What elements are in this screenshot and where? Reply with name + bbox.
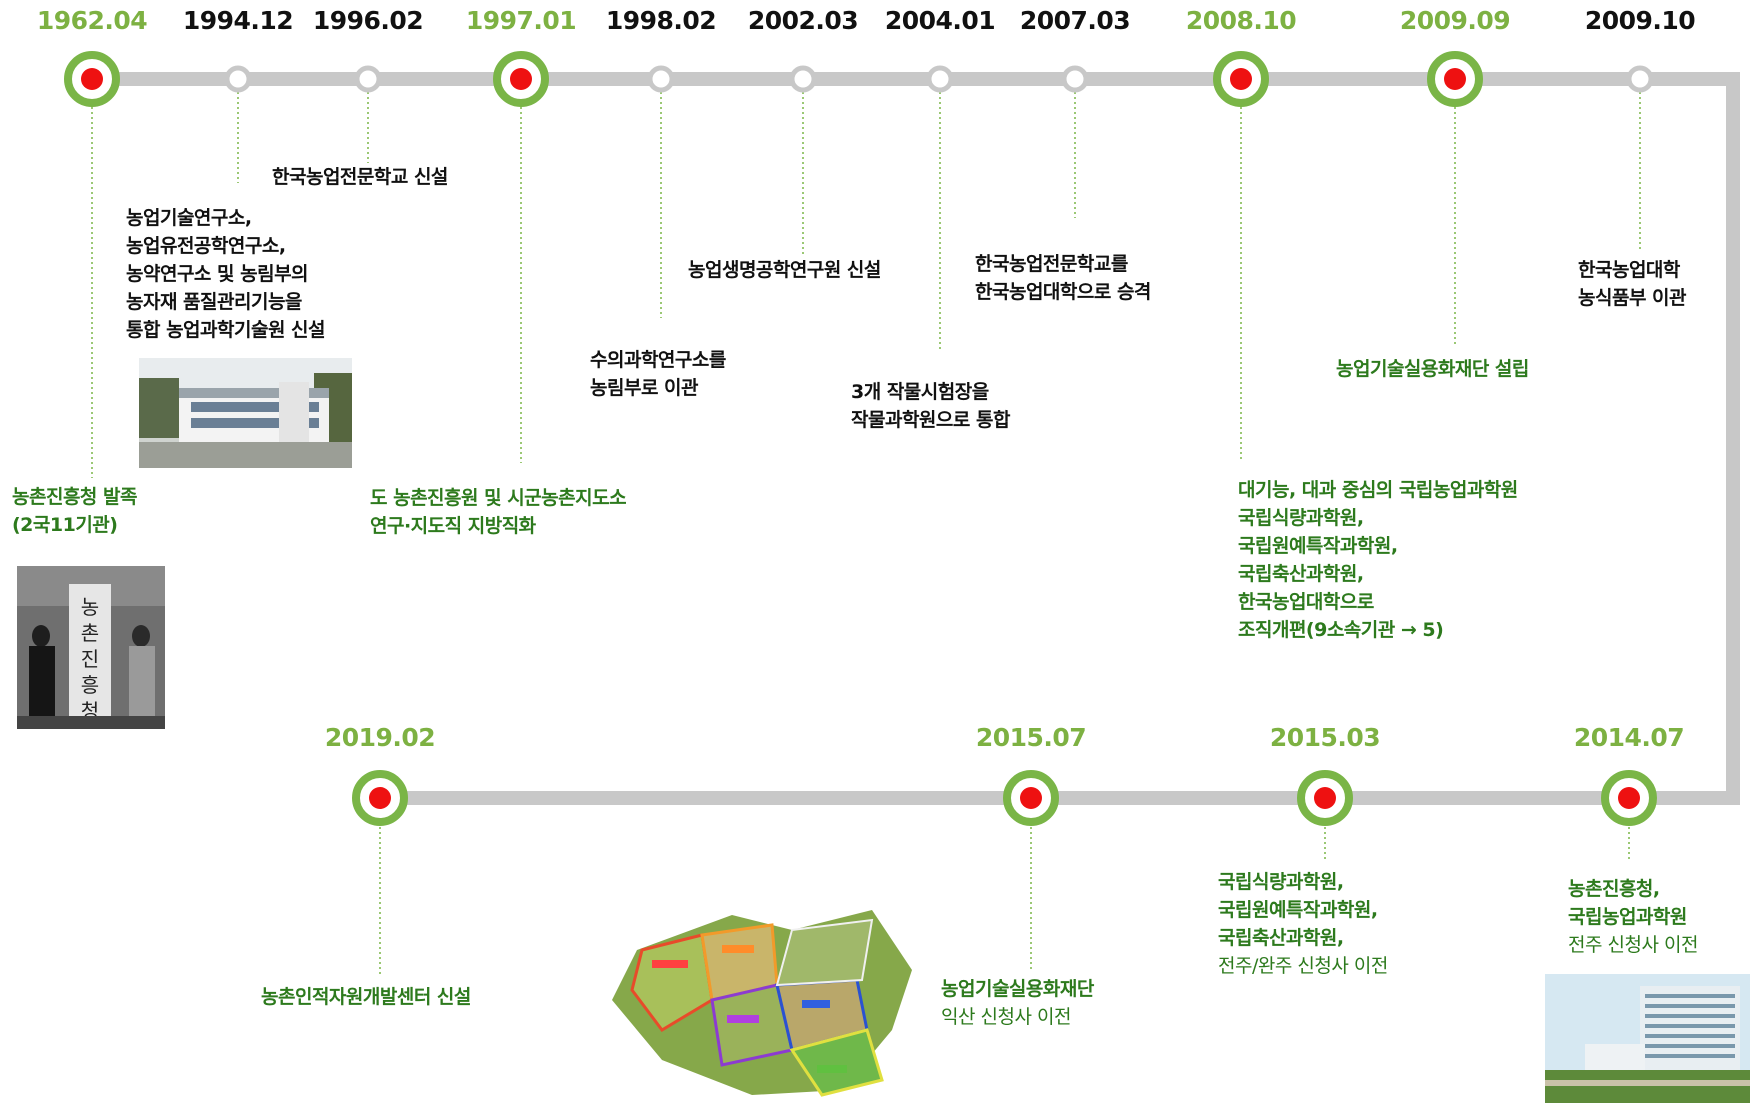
major-milestone-marker bbox=[1297, 770, 1353, 826]
building-photo bbox=[139, 358, 352, 468]
year-label: 1996.02 bbox=[312, 6, 424, 35]
event-description: 농촌진흥청,국립농업과학원 전주 신청사 이전 bbox=[1568, 878, 1698, 956]
year-label: 2009.09 bbox=[1399, 6, 1511, 35]
year-label: 2002.03 bbox=[747, 6, 859, 35]
year-label: 1962.04 bbox=[36, 6, 148, 35]
minor-milestone-marker bbox=[647, 65, 675, 93]
major-milestone-marker bbox=[352, 770, 408, 826]
major-milestone-marker bbox=[1601, 770, 1657, 826]
leader-lines bbox=[91, 92, 1641, 977]
event-description: 농업기술실용화재단 설립 bbox=[1336, 358, 1529, 380]
campus-map-photo bbox=[602, 890, 922, 1103]
year-label: 2015.03 bbox=[1269, 723, 1381, 752]
event-description: 농촌인적자원개발센터 신설 bbox=[261, 986, 471, 1008]
year-label: 2014.07 bbox=[1573, 723, 1685, 752]
svg-text:농: 농 bbox=[81, 595, 99, 619]
major-milestone-marker bbox=[1427, 51, 1483, 107]
major-milestone-marker bbox=[1003, 770, 1059, 826]
major-milestone-marker bbox=[1213, 51, 1269, 107]
year-label: 2007.03 bbox=[1019, 6, 1131, 35]
year-label: 1994.12 bbox=[182, 6, 294, 35]
svg-text:진: 진 bbox=[81, 647, 99, 671]
headquarters-photo bbox=[1545, 974, 1750, 1103]
minor-milestone-marker bbox=[926, 65, 954, 93]
year-label: 1997.01 bbox=[465, 6, 577, 35]
year-label: 2009.10 bbox=[1584, 6, 1696, 35]
event-description: 국립식량과학원,국립원예특작과학원,국립축산과학원, 전주/완주 신청사 이전 bbox=[1218, 871, 1388, 977]
minor-milestone-marker bbox=[224, 65, 252, 93]
svg-text:흥: 흥 bbox=[81, 673, 99, 697]
svg-text:촌: 촌 bbox=[81, 621, 99, 645]
minor-milestone-marker bbox=[789, 65, 817, 93]
minor-milestone-marker bbox=[1061, 65, 1089, 93]
event-description: 한국농업전문학교 신설 bbox=[272, 166, 448, 188]
year-label: 2008.10 bbox=[1185, 6, 1297, 35]
timeline-nodes bbox=[64, 51, 1657, 826]
signboard-photo: 농 촌 진 흥 청 bbox=[17, 566, 165, 729]
year-label: 2015.07 bbox=[975, 723, 1087, 752]
year-label: 2004.01 bbox=[884, 6, 996, 35]
event-description: 농업생명공학연구원 신설 bbox=[688, 259, 881, 281]
year-label: 2019.02 bbox=[324, 723, 436, 752]
event-description: 농촌진흥청 발족(2국11기관) bbox=[12, 486, 137, 536]
minor-milestone-marker bbox=[354, 65, 382, 93]
major-milestone-marker bbox=[64, 51, 120, 107]
year-label: 1998.02 bbox=[605, 6, 717, 35]
event-description: 농업기술실용화재단 익산 신청사 이전 bbox=[941, 978, 1094, 1028]
major-milestone-marker bbox=[493, 51, 549, 107]
minor-milestone-marker bbox=[1626, 65, 1654, 93]
